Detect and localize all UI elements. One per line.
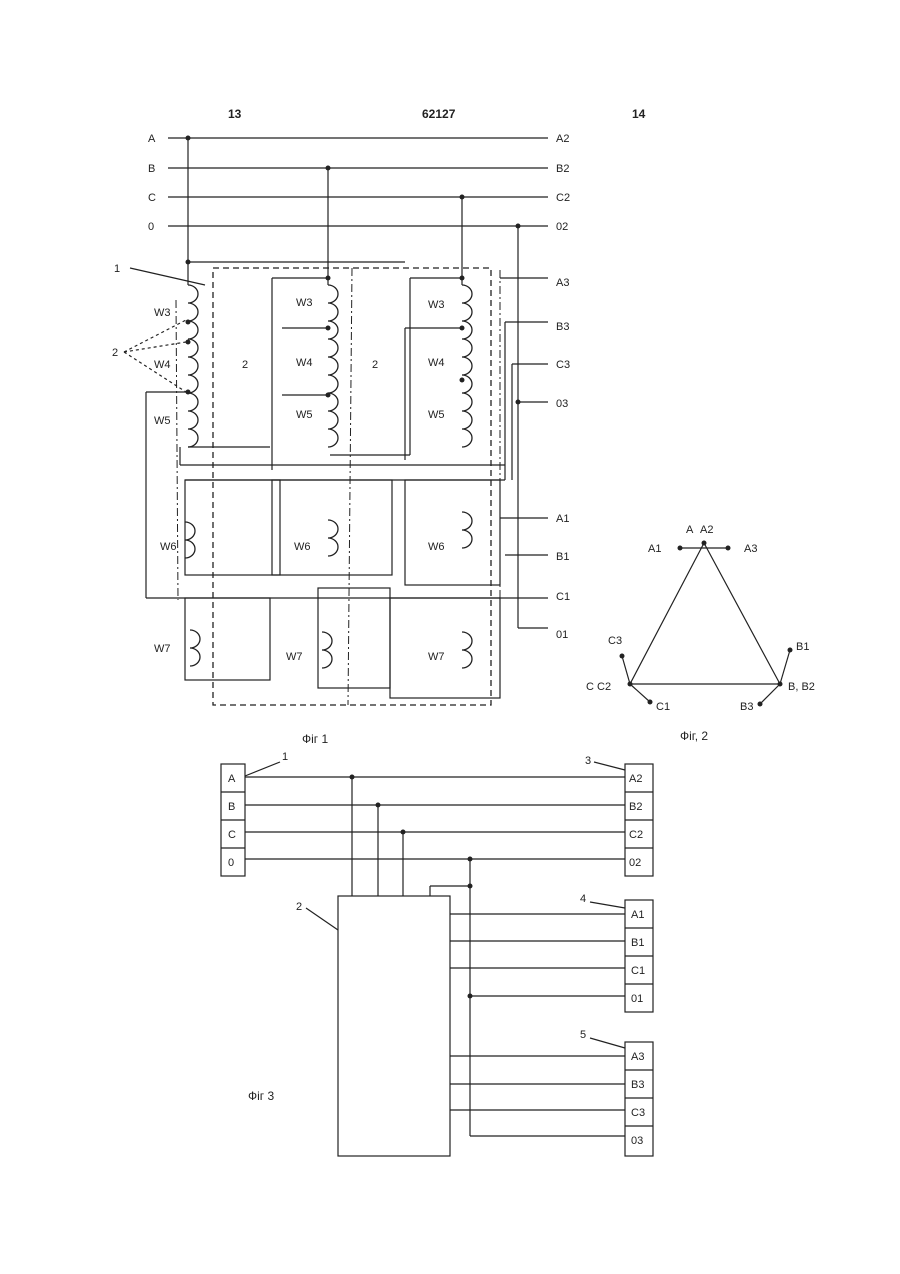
fig3-b4-c1: C1	[631, 965, 645, 977]
fig1-w7-col3: W7	[428, 651, 445, 663]
fig1-ref-2: 2	[112, 347, 118, 359]
fig1-col2-windings: W3 W4 W5	[272, 276, 338, 471]
fig1-w5-col1: W5	[154, 415, 171, 427]
out-label-a1: A1	[556, 513, 569, 525]
out-label-b1: B1	[556, 551, 569, 563]
out-label-a3: A3	[556, 277, 569, 289]
fig1-w6-col2: W6	[294, 541, 311, 553]
fig1-input-bus: A B C 0 A2 B2 C2 02	[148, 133, 570, 278]
fig1-col3-windings: W3 W4 W5	[405, 276, 472, 461]
fig3-b1-c: C	[228, 829, 236, 841]
fig3-b3-a2: A2	[629, 773, 642, 785]
out-label-01: 01	[556, 629, 568, 641]
fig3-b1-b: B	[228, 801, 235, 813]
fig2-label-c3: C3	[608, 635, 622, 647]
bus-label-b: B	[148, 163, 155, 175]
fig2-label-a1: A1	[648, 543, 661, 555]
fig1-w6-row: W6 W6 W6	[160, 480, 500, 585]
fig1-output-1: A1 B1 C1 01	[146, 392, 570, 641]
fig3-ref-4: 4	[580, 893, 586, 905]
fig1-output-3: A3 B3 C3 03	[500, 245, 570, 628]
fig3-caption: Фiг 3	[248, 1089, 275, 1103]
fig3-b5-a3: A3	[631, 1051, 644, 1063]
bus-label-a: A	[148, 133, 156, 145]
fig3-b4-b1: B1	[631, 937, 644, 949]
bus-label-02: 02	[556, 221, 568, 233]
fig1-rails	[180, 447, 505, 480]
fig1-w7-col2: W7	[286, 651, 303, 663]
fig3-b3-b2: B2	[629, 801, 642, 813]
fig3-b4-01: 01	[631, 993, 643, 1005]
out-label-b3: B3	[556, 321, 569, 333]
fig1-w4-col1: W4	[154, 359, 171, 371]
header-right-number: 14	[632, 107, 646, 121]
figure-2: A A2 A1 A3 C3 C C2 C1 B1 B, B2 B3 Фiг, 2	[586, 524, 815, 743]
bus-label-0: 0	[148, 221, 154, 233]
fig1-w5-col3: W5	[428, 409, 445, 421]
figure-3: A B C 0 1 A2 B2 C2 02 3 2	[221, 751, 653, 1156]
fig3-ref-1: 1	[282, 751, 288, 763]
fig2-label-b1: B1	[796, 641, 809, 653]
bus-label-a2: A2	[556, 133, 569, 145]
fig1-caption: Фiг 1	[302, 732, 329, 746]
fig1-ref-1: 1	[114, 263, 120, 275]
fig1-col1-windings: W3 W4 W5	[154, 262, 270, 447]
fig1-w7-col1: W7	[154, 643, 171, 655]
fig1-core-label-right: 2	[372, 359, 378, 371]
header-left-number: 13	[228, 107, 242, 121]
bus-label-c: C	[148, 192, 156, 204]
header-center-number: 62127	[422, 107, 456, 121]
fig3-b5-c3: C3	[631, 1107, 645, 1119]
fig2-caption: Фiг, 2	[680, 729, 708, 743]
fig1-w3-col3: W3	[428, 299, 445, 311]
out-label-c1: C1	[556, 591, 570, 603]
fig2-label-b3: B3	[740, 701, 753, 713]
fig2-label-a2: A2	[700, 524, 713, 536]
fig3-b1-a: A	[228, 773, 236, 785]
fig2-label-c-c2: C C2	[586, 681, 611, 693]
fig3-ref-5: 5	[580, 1029, 586, 1041]
figure-1: A B C 0 A2 B2 C2 02 1	[112, 133, 570, 746]
fig3-b4-a1: A1	[631, 909, 644, 921]
fig3-b5-03: 03	[631, 1135, 643, 1147]
fig1-w7-row: W7 W7 W7	[154, 588, 500, 698]
fig1-w3-col2: W3	[296, 297, 313, 309]
fig3-b3-c2: C2	[629, 829, 643, 841]
bus-label-b2: B2	[556, 163, 569, 175]
fig3-ref-2: 2	[296, 901, 302, 913]
out-label-c3: C3	[556, 359, 570, 371]
fig1-w5-col2: W5	[296, 409, 313, 421]
fig2-label-b-b2: B, B2	[788, 681, 815, 693]
fig2-label-c1: C1	[656, 701, 670, 713]
out-label-03: 03	[556, 398, 568, 410]
fig1-w3-col1: W3	[154, 307, 171, 319]
fig1-w6-col3: W6	[428, 541, 445, 553]
fig2-label-a: A	[686, 524, 694, 536]
bus-label-c2: C2	[556, 192, 570, 204]
fig1-w4-col2: W4	[296, 357, 313, 369]
fig2-label-a3: A3	[744, 543, 757, 555]
fig3-b3-02: 02	[629, 857, 641, 869]
fig3-b1-0: 0	[228, 857, 234, 869]
fig1-core-label-left: 2	[242, 359, 248, 371]
fig1-core-outlines	[176, 268, 500, 705]
fig3-block-2	[338, 896, 450, 1156]
fig3-ref-3: 3	[585, 755, 591, 767]
fig1-w6-col1: W6	[160, 541, 177, 553]
fig3-b5-b3: B3	[631, 1079, 644, 1091]
fig1-w4-col3: W4	[428, 357, 445, 369]
